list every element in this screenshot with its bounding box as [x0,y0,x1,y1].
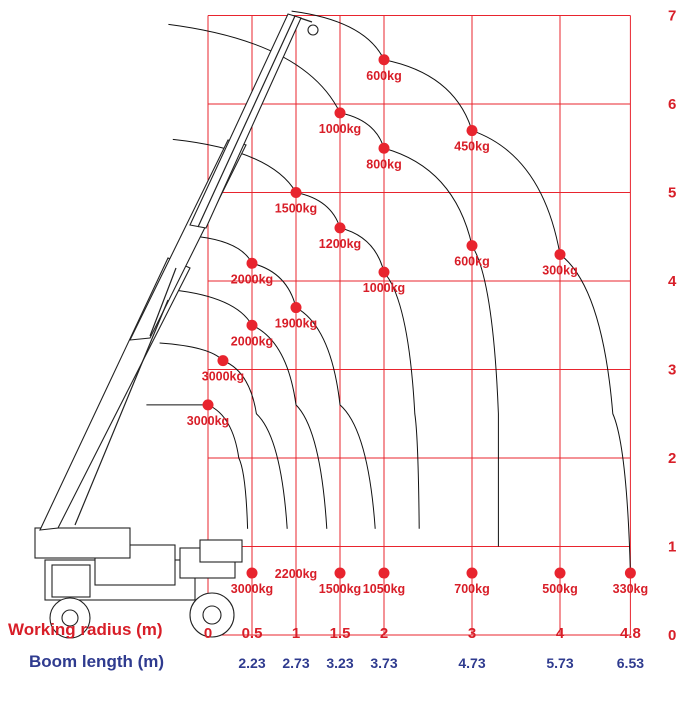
boom-length-label: 2.73 [282,655,309,671]
x-axis-title: Working radius (m) [8,620,163,639]
load-curve [168,23,499,547]
crane-wheel-rear-hub [61,609,79,627]
boom-length-label: 6.53 [617,655,644,671]
x-tick-label: 1.5 [330,625,351,642]
load-label: 600kg [454,255,489,269]
load-label: 800kg [366,157,401,171]
x-tick-label: 2 [380,625,388,642]
load-label: 2000kg [231,272,273,286]
x-tick-label: 4.8 [620,625,641,642]
crane-hydraulic-ram [74,299,169,526]
crane-tip-inner-line [197,15,296,228]
load-point [466,240,478,252]
crane-hook-cable [299,17,313,23]
load-point [378,567,390,579]
load-label: 1000kg [319,122,361,136]
x-tick-label: 0.5 [242,625,263,642]
load-point [624,567,636,579]
load-point [466,567,478,579]
load-label: 450kg [454,140,489,154]
load-curve [199,236,376,529]
grid [207,15,631,636]
load-point [290,302,302,314]
load-point [554,567,566,579]
load-point [378,142,390,154]
load-curve [291,10,631,574]
load-label: 700kg [454,582,489,596]
load-label: 330kg [613,582,648,596]
y-tick-label: 5 [668,185,676,202]
boom-length-label: 3.73 [370,655,397,671]
crane-turret [34,527,131,559]
boom-length-label: 2.23 [238,655,265,671]
load-label: 300kg [542,263,577,277]
boom-length-label: 4.73 [458,655,485,671]
y-tick-label: 4 [668,273,677,290]
load-label: 1000kg [363,281,405,295]
x-tick-label: 0 [204,625,212,642]
load-label: 1500kg [319,582,361,596]
load-point [246,257,258,269]
load-point [466,125,478,137]
load-label: 3000kg [202,370,244,384]
load-point [202,399,214,411]
load-label: 1050kg [363,582,405,596]
crane-counterweight [51,564,91,598]
x-tick-label: 4 [556,625,565,642]
x-tick-label: 3 [468,625,476,642]
y-tick-label: 0 [668,627,676,644]
crane-hook-icon [307,24,319,36]
load-point [378,54,390,66]
load-label: 1900kg [275,317,317,331]
load-point [246,567,258,579]
load-label: 3000kg [231,582,273,596]
load-label: 1500kg [275,202,317,216]
boom-length-row-title: Boom length (m) [29,652,165,671]
y-tick-label: 6 [668,96,676,113]
load-label: 600kg [366,69,401,83]
radius-curves [146,10,631,574]
crane-wheel-front-hub [202,605,222,625]
boom-length-label: 5.73 [546,655,573,671]
load-label: 2000kg [231,334,273,348]
x-tick-label: 1 [292,625,300,642]
load-curve [146,404,249,529]
load-point [334,107,346,119]
load-point [217,355,229,367]
load-point [554,248,566,260]
y-tick-label: 3 [668,362,676,379]
crane-boom-tip [189,13,302,229]
load-label: 2200kg [275,567,317,581]
load-point [334,567,346,579]
load-point [378,266,390,278]
load-point [290,187,302,198]
crane-illustration [34,13,319,639]
crane-boom-inner-line [149,267,177,337]
boom-length-label: 3.23 [326,655,353,671]
y-tick-label: 2 [668,450,676,467]
load-label: 500kg [542,582,577,596]
axis-labels: 0 1 2 3 4 5 6 7 0 0.5 1 1.5 2 3 4 4.8 2.23 2.73 3.23 3.73 4.… [204,8,677,672]
load-point [246,319,258,331]
y-tick-label: 1 [668,539,676,556]
y-tick-label: 7 [668,8,676,25]
load-curve [172,289,328,529]
load-curve [172,138,420,529]
load-label: 3000kg [187,414,229,428]
load-point [334,222,346,234]
load-curve [159,342,288,529]
crane-front-attachment [199,539,243,563]
load-label: 1200kg [319,237,361,251]
